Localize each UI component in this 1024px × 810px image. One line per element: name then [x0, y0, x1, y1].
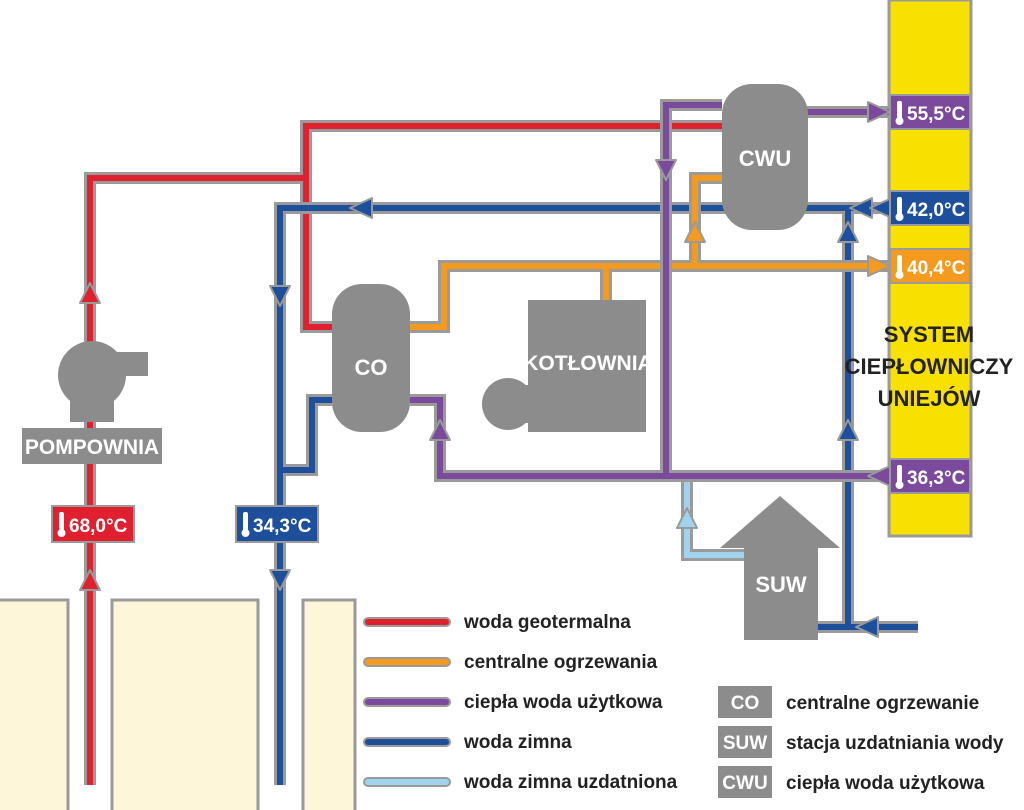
svg-text:CO: CO: [731, 693, 760, 714]
legend-item-hot-water: ciepła woda użytkowa: [363, 692, 663, 713]
arrow-orange-right: [867, 255, 891, 277]
temp-badge-cold-in: 42,0°C: [889, 190, 971, 226]
svg-text:ciepła woda użytkowa: ciepła woda użytkowa: [464, 692, 663, 713]
arrow-cold-up-2: [837, 419, 859, 441]
arrow-cold-bottom-left: [855, 616, 879, 638]
svg-text:40,4°C: 40,4°C: [907, 258, 966, 279]
temp-badge-co-out: 40,4°C: [889, 248, 971, 284]
arrow-orange-up: [684, 221, 706, 243]
svg-text:42,0°C: 42,0°C: [907, 200, 966, 221]
svg-text:55,5°C: 55,5°C: [907, 104, 966, 125]
arrow-geothermal-up-2: [79, 569, 101, 591]
temp-badge-geothermal-up: 68,0°C: [51, 505, 135, 543]
svg-text:36,3°C: 36,3°C: [907, 468, 966, 489]
legend-abbreviations: CO centralne ogrzewanie SUW stacja uzdat…: [718, 686, 1004, 798]
svg-text:woda geotermalna: woda geotermalna: [463, 612, 631, 633]
thermometer-icon: [895, 465, 904, 489]
pipe-hot-water: [410, 99, 890, 482]
legend-abbr-suw: SUW stacja uzdatniania wody: [718, 726, 1004, 758]
svg-text:CWU: CWU: [722, 773, 767, 794]
svg-text:woda zimna uzdatniona: woda zimna uzdatniona: [463, 772, 678, 793]
ground-block-left: [0, 598, 70, 810]
svg-text:centralne ogrzewanie: centralne ogrzewanie: [786, 693, 979, 714]
pompownia-box: [22, 428, 162, 464]
arrow-cold-from-system: [869, 197, 893, 219]
co-label: CO: [355, 355, 388, 380]
svg-text:ciepła woda użytkowa: ciepła woda użytkowa: [786, 773, 985, 794]
pipe-central-heating: [410, 172, 890, 333]
arrow-purple-right: [867, 101, 891, 123]
boiler-icon: [482, 300, 646, 432]
svg-text:stacja uzdatniania wody: stacja uzdatniania wody: [786, 733, 1004, 754]
arrow-purple-down: [655, 159, 677, 181]
suw-label: SUW: [755, 572, 807, 597]
arrow-geothermal-up-1: [79, 282, 101, 304]
cwu-label: CWU: [739, 146, 792, 171]
cwu-tank: [722, 84, 808, 230]
co-tank: [332, 284, 410, 432]
arrow-cold-up-1: [837, 221, 859, 243]
system-label-line3: UNIEJÓW: [878, 386, 981, 411]
legend-abbr-cwu: CWU ciepła woda użytkowa: [718, 766, 985, 798]
system-label-line1: SYSTEM: [884, 322, 974, 347]
kotlownia-label: KOTŁOWNIA: [523, 352, 652, 375]
thermometer-icon: [895, 255, 904, 279]
legend-item-geothermal: woda geotermalna: [363, 612, 631, 633]
svg-text:34,3°C: 34,3°C: [253, 516, 312, 537]
legend-item-cold-water: woda zimna: [363, 732, 572, 753]
legend-item-central-heating: centralne ogrzewania: [363, 652, 658, 673]
arrow-cold-down-1: [269, 285, 291, 307]
pompownia-label: POMPOWNIA: [25, 436, 159, 459]
suw-icon: [720, 496, 840, 640]
arrow-purple-up: [429, 419, 451, 441]
legend-lines: woda geotermalna centralne ogrzewania ci…: [363, 612, 678, 793]
arrow-cold-down-2: [269, 569, 291, 591]
ground-block-right: [301, 598, 357, 810]
temp-badge-return: 36,3°C: [889, 458, 971, 494]
svg-text:woda zimna: woda zimna: [463, 732, 572, 753]
pump-icon: [58, 341, 148, 422]
thermometer-icon: [895, 101, 904, 125]
arrow-treated-up: [676, 507, 698, 529]
thermometer-icon: [57, 512, 66, 537]
svg-text:68,0°C: 68,0°C: [69, 516, 128, 537]
thermometer-icon: [895, 197, 904, 221]
legend-abbr-co: CO centralne ogrzewanie: [718, 686, 979, 718]
arrow-purple-left: [867, 465, 891, 487]
thermometer-icon: [241, 512, 250, 537]
system-label-line2: CIEPŁOWNICZY: [845, 354, 1014, 379]
arrow-cold-left: [349, 197, 373, 219]
temp-badge-geothermal-down: 34,3°C: [235, 505, 319, 543]
svg-text:centralne ogrzewania: centralne ogrzewania: [464, 652, 658, 673]
ground-block-middle: [110, 598, 260, 810]
svg-text:SUW: SUW: [723, 733, 767, 754]
temp-badge-cwu-out: 55,5°C: [889, 94, 971, 130]
legend-item-treated-water: woda zimna uzdatniona: [363, 772, 678, 793]
